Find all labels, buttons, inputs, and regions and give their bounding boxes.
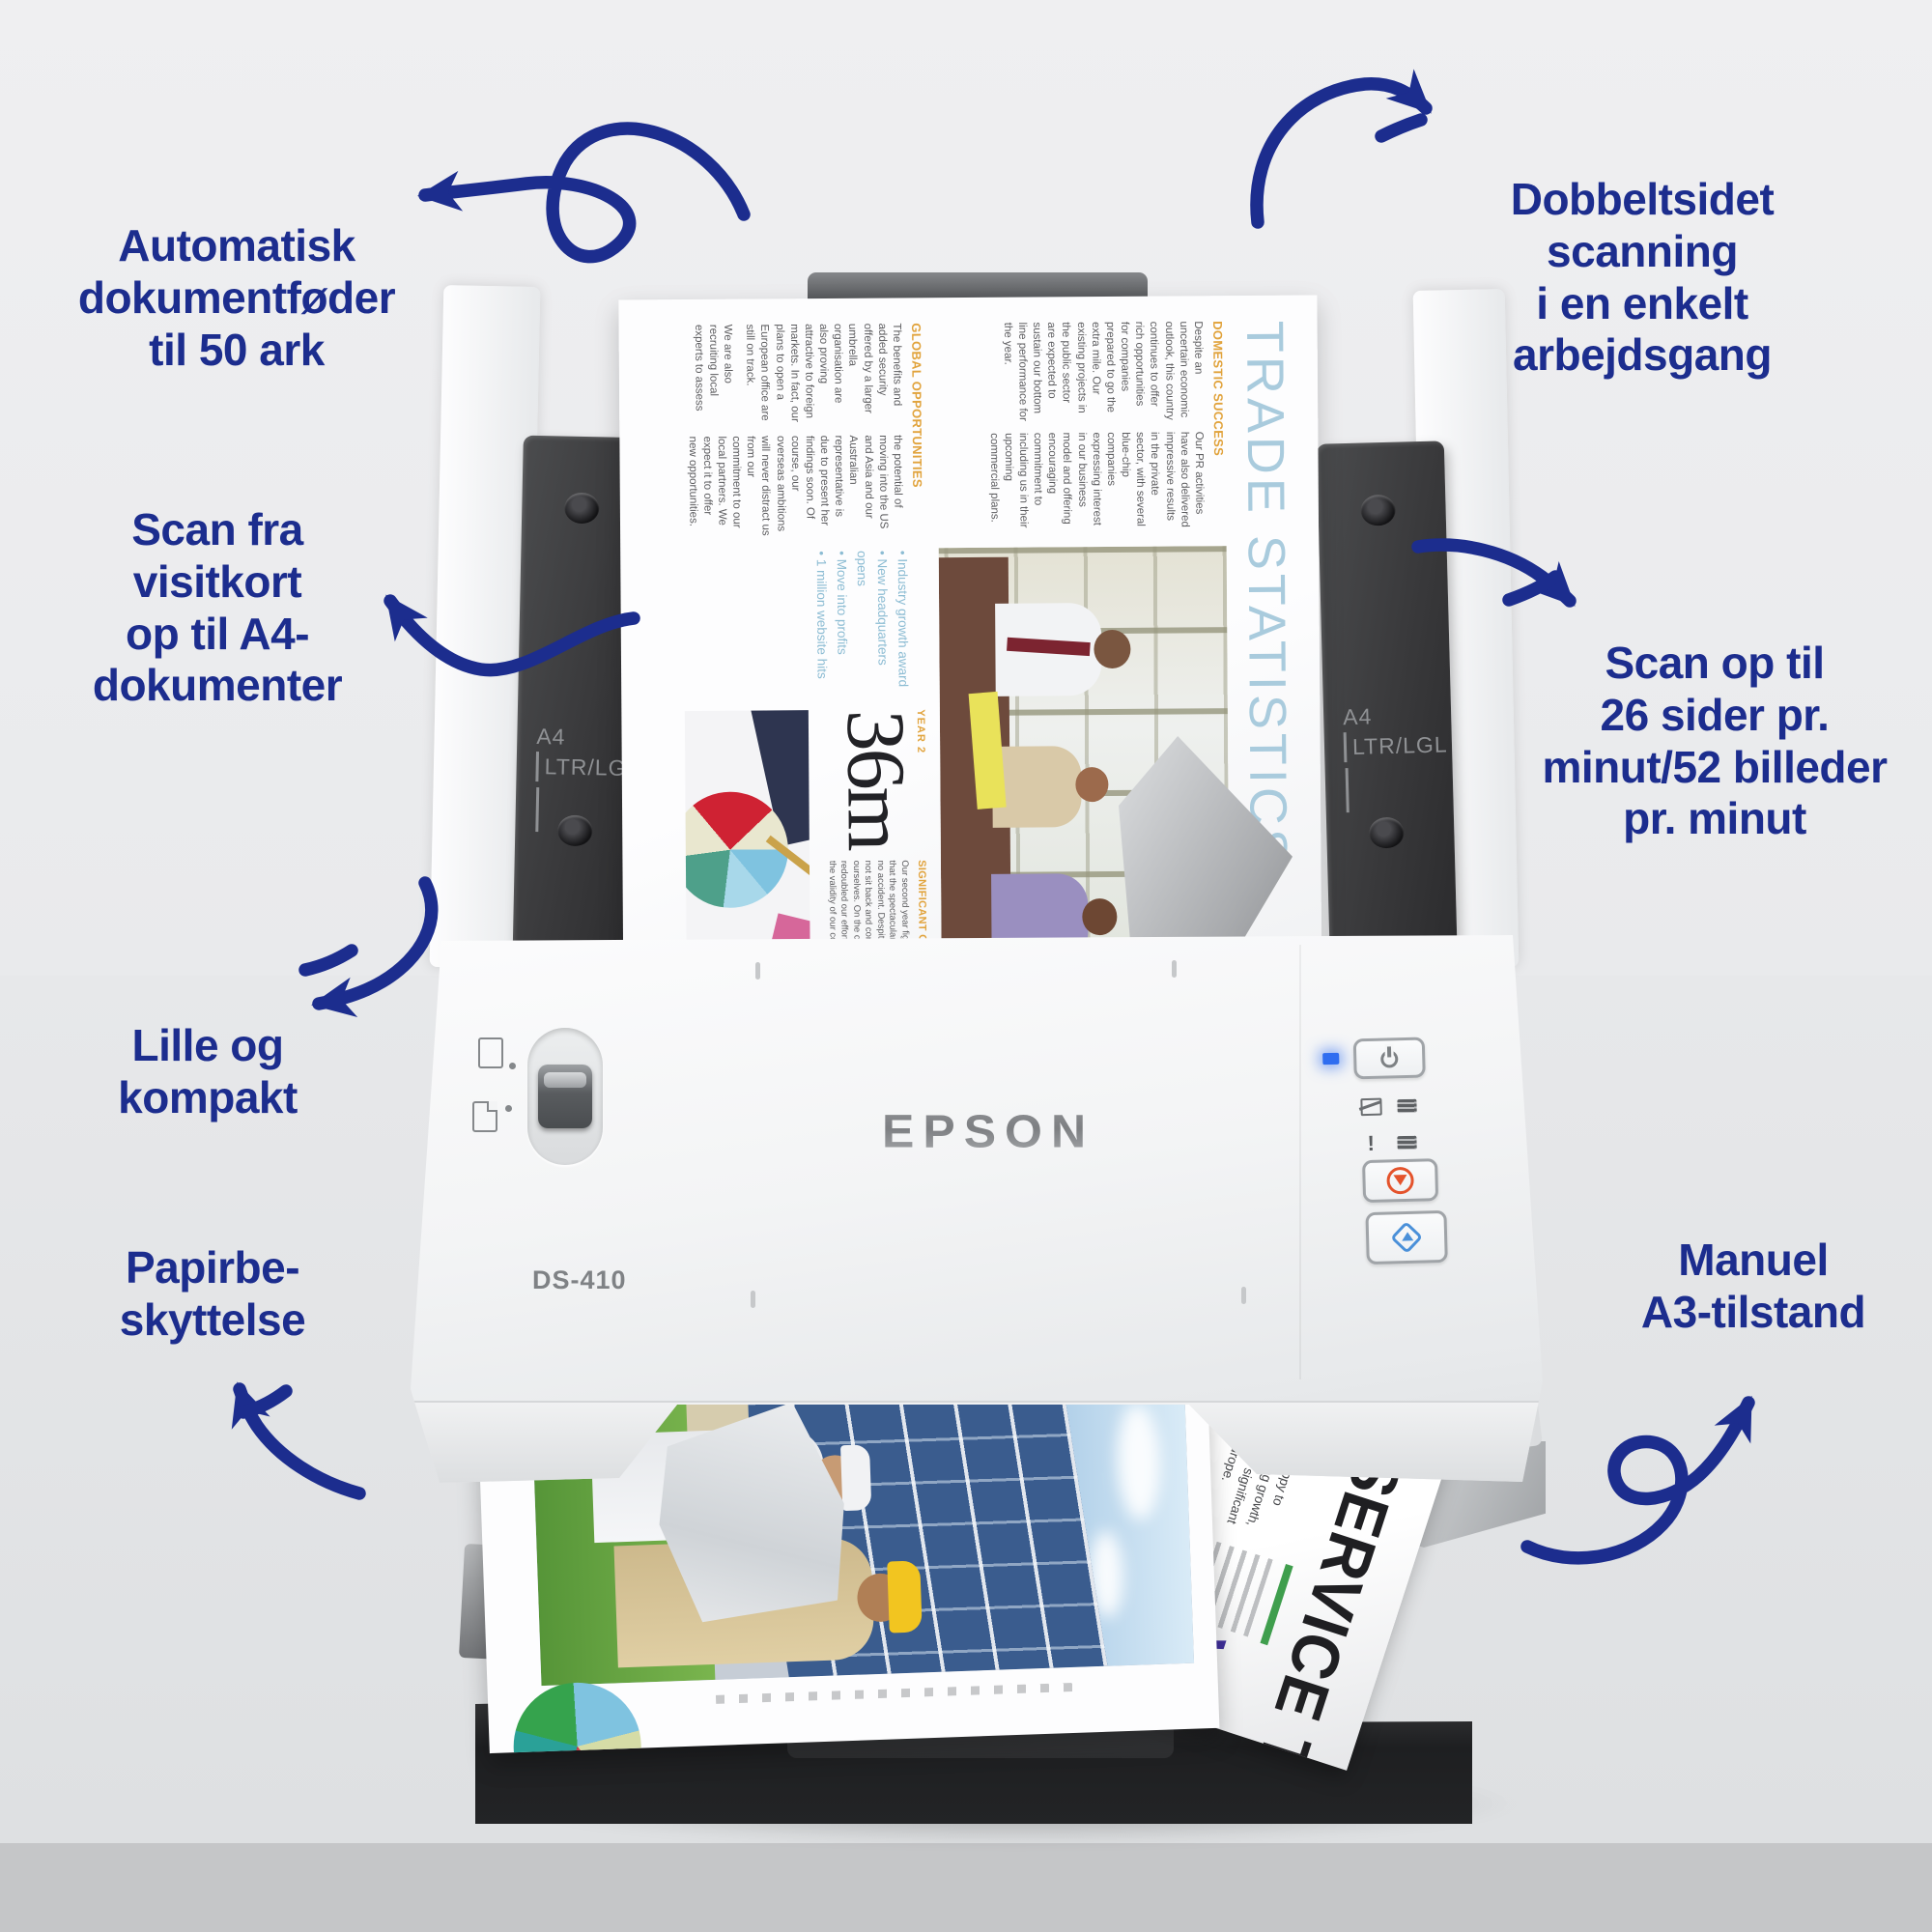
scanner-body: EPSON DS-410 ! xyxy=(411,935,1543,1483)
yellow-hard-hat xyxy=(887,1560,923,1634)
error-icon: ! xyxy=(1367,1130,1376,1156)
guide-screw xyxy=(1360,494,1397,526)
domestic-paragraph: Despite an uncertain economic outlook, t… xyxy=(1001,321,1204,421)
edge-guide-right: A4 LTR/LGL xyxy=(1316,440,1459,978)
guide-screw xyxy=(563,492,600,525)
body-seam xyxy=(751,1291,755,1308)
panel-seam-line xyxy=(1299,945,1301,1379)
mode-dot xyxy=(509,1063,516,1069)
single-page-icon xyxy=(472,1101,497,1132)
slider-knob xyxy=(538,1065,592,1128)
callout-compact: Lille og kompakt xyxy=(118,1020,298,1122)
highlight-item: 1 million website hits xyxy=(810,551,832,695)
mode-dot xyxy=(505,1105,512,1112)
body-seam xyxy=(755,962,760,980)
feed-status-led xyxy=(1397,1098,1417,1114)
feed-status-row xyxy=(1360,1097,1417,1117)
guide-label-a4: A4 xyxy=(1342,703,1373,730)
control-panel: ! xyxy=(1321,1032,1492,1287)
power-led xyxy=(1322,1052,1340,1065)
power-icon xyxy=(1378,1046,1401,1069)
pie-chart-fragment xyxy=(511,1680,643,1754)
callout-protection: Papirbe- skyttelse xyxy=(119,1242,306,1345)
power-button xyxy=(1352,1037,1426,1080)
fine-print-row xyxy=(715,1682,1074,1704)
start-scan-icon xyxy=(1390,1221,1424,1254)
highlight-item: Industry growth award xyxy=(891,551,912,695)
domestic-paragraph: Our PR activities have also delivered im… xyxy=(986,431,1205,528)
global-heading: GLOBAL OPPORTUNITIES xyxy=(908,323,924,488)
callout-duplex: Dobbeltsidet scanning i en enkelt arbejd… xyxy=(1510,174,1775,381)
callout-a3: Manuel A3-tilstand xyxy=(1640,1235,1866,1337)
guide-tick xyxy=(1345,768,1350,813)
guide-screw xyxy=(1368,816,1405,849)
body-seam xyxy=(1172,960,1177,978)
highlights-list: Industry growth award New headquarters o… xyxy=(810,551,913,695)
stop-icon xyxy=(1386,1166,1414,1195)
guide-size-labels: A4 LTR/LGL xyxy=(1342,699,1450,813)
paper-feed-icon xyxy=(1360,1097,1382,1117)
guide-label-a4: A4 xyxy=(536,723,566,750)
start-button xyxy=(1365,1209,1448,1265)
brand-logo: EPSON xyxy=(882,1104,1095,1158)
domestic-heading: DOMESTIC SUCCESS xyxy=(1209,321,1226,457)
feed-mode-slider xyxy=(527,1028,603,1165)
error-status-led xyxy=(1397,1135,1418,1151)
callout-sizes: Scan fra visitkort op til A4- dokumenter xyxy=(92,504,343,711)
callout-adf: Automatisk dokumentføder til 50 ark xyxy=(77,220,396,375)
multi-page-icon xyxy=(478,1037,503,1068)
highlight-item: Move into profits xyxy=(831,551,852,695)
highlight-item: New headquarters opens xyxy=(850,551,892,695)
guide-tick xyxy=(535,787,540,833)
body-seam xyxy=(1241,1287,1246,1304)
growth-figure: 36m xyxy=(829,709,923,849)
global-paragraph: The benefits and added security offered … xyxy=(743,323,903,422)
guide-label-ltr: LTR/LGL xyxy=(1343,729,1449,763)
callout-speed: Scan op til 26 sider pr. minut/52 billed… xyxy=(1542,638,1888,844)
error-status-row: ! xyxy=(1367,1130,1418,1156)
model-label: DS-410 xyxy=(532,1265,627,1294)
stop-button xyxy=(1362,1158,1439,1204)
floor-edge-strip xyxy=(0,1843,1932,1932)
white-hard-hat xyxy=(839,1444,872,1512)
